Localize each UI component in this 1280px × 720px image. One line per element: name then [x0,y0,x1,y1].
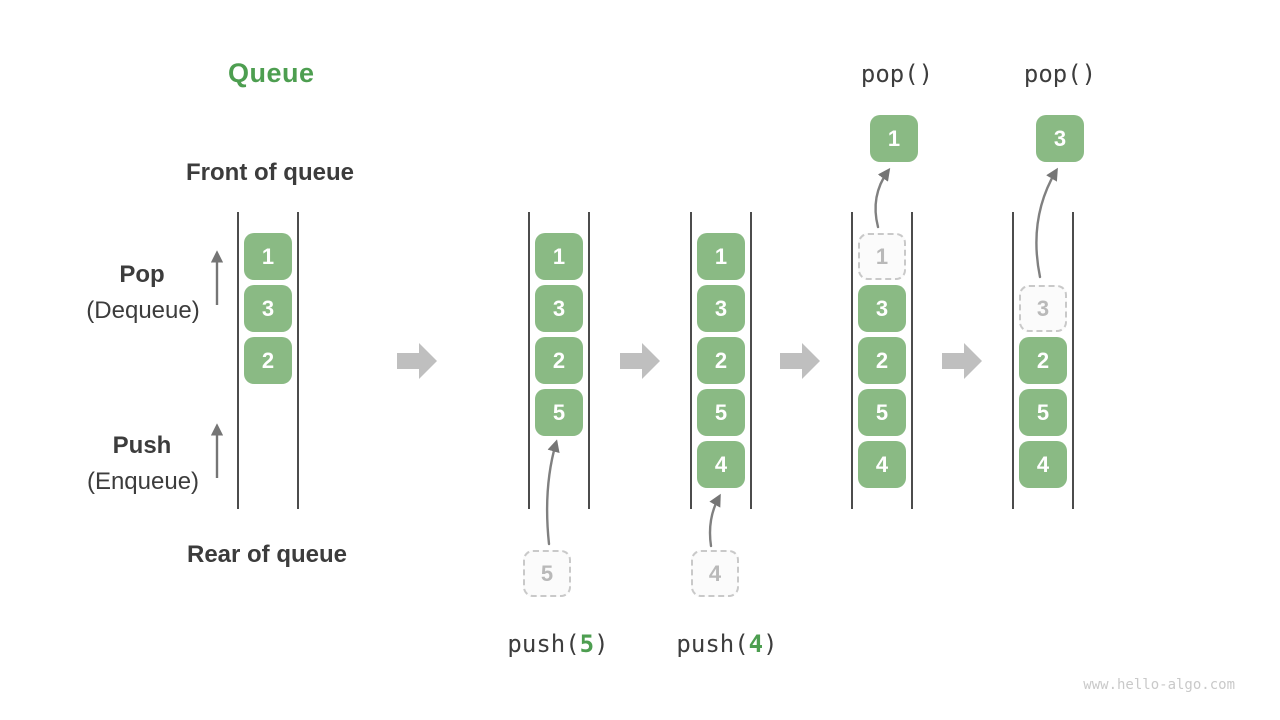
push-label: Push [112,432,172,459]
flow-arrow-icon-3 [780,343,820,379]
pop-call-label-1: pop() [860,60,934,88]
watermark: www.hello-algo.com [1083,677,1235,693]
queue-cell: 4 [858,441,906,488]
queue-state-4: 1 3 2 5 4 [851,212,913,509]
queue-cell: 3 [697,285,745,332]
queue-wall [1012,212,1014,509]
flow-arrow-icon-1 [397,343,437,379]
queue-wall [1072,212,1074,509]
push-fn-close: ) [763,630,778,658]
front-of-queue-label: Front of queue [186,159,354,186]
queue-cell: 2 [1019,337,1067,384]
push-fn-open: push( [676,630,749,658]
queue-wall [237,212,239,509]
queue-state-3: 1 3 2 5 4 [690,212,752,509]
diagram-title: Queue [228,58,315,88]
queue-cell: 5 [858,389,906,436]
queue-cell: 5 [697,389,745,436]
pop-result-cell: 1 [870,115,918,162]
queue-cell: 3 [858,285,906,332]
push-arg: 4 [748,630,764,658]
queue-wall [297,212,299,509]
push-fn-open: push( [507,630,580,658]
queue-cell: 4 [1019,441,1067,488]
queue-wall [851,212,853,509]
queue-cell: 2 [244,337,292,384]
push-arg: 5 [579,630,595,658]
push-call-label-1: push(5) [507,630,608,658]
queue-state-5: 3 2 5 4 [1012,212,1074,509]
queue-wall [690,212,692,509]
flow-arrow-icon-2 [620,343,660,379]
queue-cell: 5 [1019,389,1067,436]
dequeue-label: (Dequeue) [86,297,200,324]
staged-push-cell: 4 [691,550,739,597]
pop-label: Pop [119,261,165,288]
queue-wall [528,212,530,509]
rear-of-queue-label: Rear of queue [186,541,348,568]
queue-cell: 2 [535,337,583,384]
queue-cell: 4 [697,441,745,488]
queue-wall [750,212,752,509]
pop-call-label-2: pop() [1023,60,1097,88]
queue-cell: 5 [535,389,583,436]
queue-cell: 1 [697,233,745,280]
enqueue-label: (Enqueue) [86,468,200,495]
push-call-label-2: push(4) [676,630,777,658]
queue-state-1: 1 3 2 [237,212,299,509]
push-fn-close: ) [594,630,609,658]
queue-wall [911,212,913,509]
queue-cell: 1 [535,233,583,280]
queue-wall [588,212,590,509]
popped-cell-placeholder: 1 [858,233,906,280]
queue-cell: 3 [244,285,292,332]
flow-arrow-icon-4 [942,343,982,379]
queue-state-2: 1 3 2 5 [528,212,590,509]
staged-push-cell: 5 [523,550,571,597]
queue-cell: 1 [244,233,292,280]
queue-cell: 2 [858,337,906,384]
queue-cell: 3 [535,285,583,332]
queue-cell: 2 [697,337,745,384]
pop-result-cell: 3 [1036,115,1084,162]
popped-cell-placeholder: 3 [1019,285,1067,332]
